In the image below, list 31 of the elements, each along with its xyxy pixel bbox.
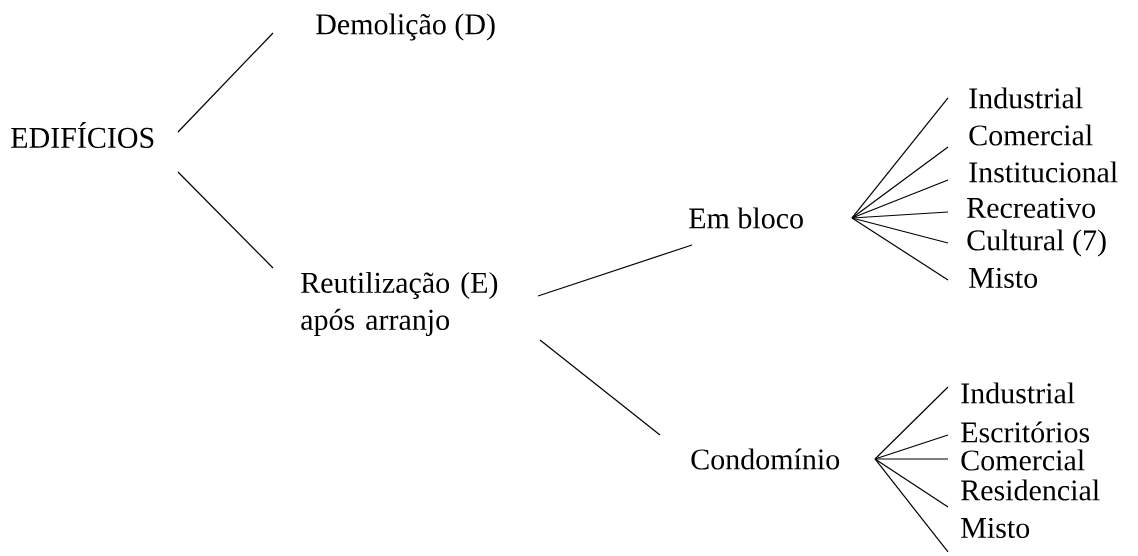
node-label: Residencial xyxy=(961,479,1100,501)
branch-line xyxy=(177,32,274,133)
branch-line xyxy=(851,211,949,219)
node-label: Industrial xyxy=(961,382,1075,404)
branch-line xyxy=(851,97,949,219)
node-label: Em bloco xyxy=(689,207,803,229)
node-label: Demolição (D) xyxy=(316,13,495,41)
branch-line xyxy=(851,146,949,219)
node-label: Misto xyxy=(969,267,1038,289)
branch-line xyxy=(874,458,949,553)
branch-line xyxy=(874,458,949,508)
node-label: Recreativo xyxy=(967,197,1095,219)
branch-line xyxy=(851,217,949,281)
node-label: Comercial xyxy=(969,124,1093,146)
node-label: Comercial xyxy=(961,449,1085,471)
branch-line xyxy=(874,434,949,460)
branch-line xyxy=(177,171,274,269)
branch-line xyxy=(539,339,661,436)
branch-line xyxy=(537,244,693,297)
node-label: Reutilização (E) após arranjo xyxy=(301,271,498,337)
node-label: Industrial xyxy=(969,87,1083,109)
branch-line xyxy=(874,386,949,460)
branch-line xyxy=(851,217,949,244)
node-label: Misto xyxy=(961,517,1030,539)
node-label: Cultural (7) xyxy=(967,229,1106,257)
node-label: Institucional xyxy=(969,161,1118,183)
node-label: Condomínio xyxy=(691,448,840,470)
branch-line xyxy=(874,458,949,460)
branch-line xyxy=(851,179,949,219)
node-label: Escritórios xyxy=(961,421,1090,443)
node-label: EDIFÍCIOS xyxy=(11,121,154,148)
